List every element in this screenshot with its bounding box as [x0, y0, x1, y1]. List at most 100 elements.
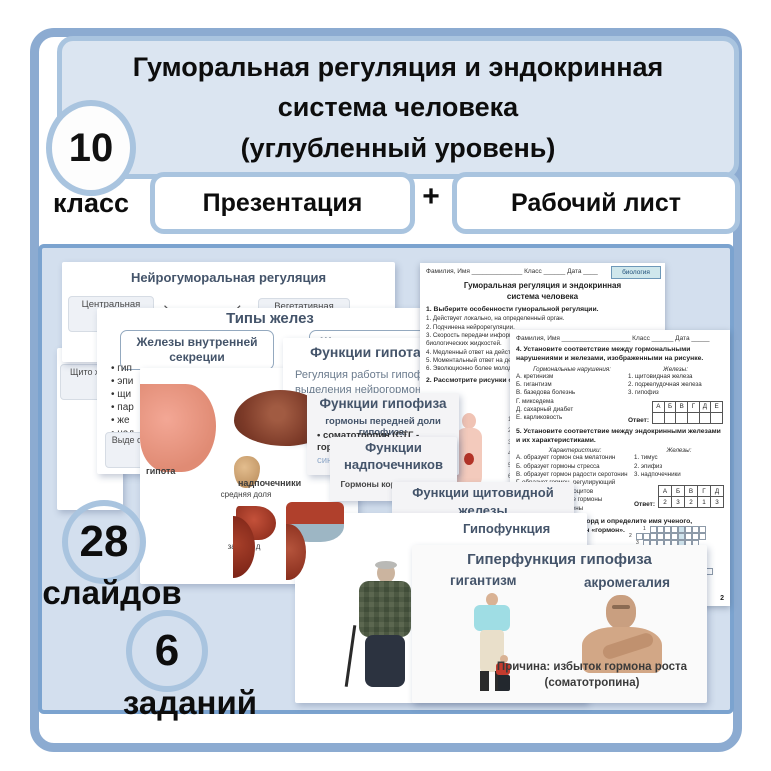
list-item: • же — [111, 415, 130, 426]
crossword-cell — [671, 526, 678, 533]
page-number: 2 — [720, 595, 724, 602]
slide-title: Функции гипофиза — [319, 396, 447, 411]
brain-illustration — [140, 384, 216, 472]
list-item: 2. эпифиз — [634, 462, 663, 470]
crossword-cell — [636, 533, 643, 540]
ws2-task5-title: 5. Установите соответствие между эндокри… — [516, 427, 721, 444]
list-item: 5. Моментальный ответ на действи — [426, 357, 528, 364]
slide-title: Гипофункция — [463, 521, 551, 536]
list-item: 1. тимус — [634, 454, 658, 462]
list-item: Е. карликовость — [516, 414, 563, 422]
answer-cell: 3 — [671, 496, 685, 509]
crossword-cell — [664, 526, 671, 533]
list-item: 2. Подчинена нейрорегуляции. — [426, 323, 515, 331]
crossword-cell — [657, 526, 664, 533]
crossword-cell — [643, 533, 650, 540]
answer-label: Ответ: — [634, 501, 656, 509]
crossword-cell — [657, 533, 664, 540]
cane-icon — [344, 625, 357, 687]
crossword-cell — [685, 526, 692, 533]
slide-title: Типы желез — [226, 310, 314, 327]
gigantism-illustration — [460, 593, 530, 693]
list-item: • эпи — [111, 376, 134, 387]
answer-cell: Г — [696, 485, 711, 498]
answer-cell: 2 — [658, 496, 673, 509]
cause-line-2: (соматотропина) — [544, 677, 640, 689]
slide-hyperfunction: Гиперфункция гипофиза гигантизм акромега… — [412, 545, 707, 703]
grade-circle: 10 — [46, 100, 136, 196]
answer-cell: Е — [710, 400, 723, 413]
acromegaly-label: акромегалия — [584, 575, 670, 590]
tasks-count-label: заданий — [122, 684, 258, 721]
hypothalamus-label: гипота — [146, 466, 176, 476]
list-item: 3. гипофиз — [628, 389, 659, 397]
crossword-cell — [692, 526, 699, 533]
crossword-row-number: 1 — [643, 526, 646, 532]
ws1-task2-title: 2. Рассмотрите рисунки ответьте — [426, 376, 538, 384]
middle-lobe-label: средняя доля — [220, 490, 272, 499]
crossword-row-number: 3 — [636, 540, 639, 546]
tasks-count-circle: 6 — [126, 610, 208, 692]
crossword-cell — [678, 526, 685, 533]
gigantism-label: гигантизм — [450, 573, 517, 588]
task5-left-header: Характеристики: — [548, 447, 602, 455]
answer-cell — [687, 411, 700, 424]
slide-title-2: надпочечников — [344, 457, 443, 472]
answer-cell: В — [675, 400, 689, 413]
gland-bullet-list: • гип• эпи• щи• пар• же• над — [111, 362, 134, 440]
list-item: В. базедова болезнь — [516, 389, 576, 397]
crossword-cell — [671, 533, 678, 540]
crossword-cell — [664, 533, 671, 540]
task5-right-header: Железы: — [666, 447, 692, 455]
slide-subtitle: гормоны передней доли гипофиза: — [325, 416, 441, 438]
crossword-cell — [678, 533, 685, 540]
title-line-1: Гуморальная регуляция и эндокринная — [132, 51, 664, 82]
slide-title-1: Функции — [365, 440, 422, 455]
crossword-cell — [692, 533, 699, 540]
answer-cell: 3 — [709, 496, 725, 509]
answer-cell: В — [684, 485, 698, 498]
subject-tab: биология — [611, 266, 661, 279]
list-item: Д. сахарный диабет — [516, 406, 574, 414]
presentation-badge: Презентация — [150, 172, 415, 234]
list-item: 1. щитовидная железа — [628, 372, 693, 380]
answer-cell — [710, 411, 723, 424]
ws1-task1-title: 1. Выберите особенности гуморальной регу… — [426, 306, 599, 314]
slides-count-circle: 28 — [62, 500, 146, 584]
preview-collage-panel: Нейрогуморальная регуляция Центральная н… — [38, 244, 734, 721]
answer-cell: 2 — [684, 496, 698, 509]
ws1-header: Фамилия, Имя ______________ Класс ______… — [426, 268, 598, 275]
ws2-header: Фамилия, Имя ___________________ Класс _… — [516, 335, 710, 342]
answer-cell: Д — [709, 485, 725, 498]
crossword-cell — [699, 533, 706, 540]
title-box: Гуморальная регуляция и эндокринная сист… — [57, 36, 739, 179]
slide-title-1: Функции щитовидной — [412, 485, 554, 500]
thyroid-lobe-illustration — [286, 524, 306, 580]
task4-left-header: Гормональные нарушения: — [533, 365, 611, 373]
answer-cell: 1 — [696, 496, 711, 509]
answer-cell — [663, 411, 677, 424]
plus-sign: + — [422, 180, 440, 213]
ws1-title-1: Гуморальная регуляция и эндокринная — [463, 281, 622, 290]
answer-cell — [652, 411, 665, 424]
ws2-task4-title: 4. Установите соответствие между гормона… — [516, 346, 704, 362]
crossword-row-number: 2 — [629, 533, 632, 539]
slide-title: Нейрогуморальная регуляция — [130, 270, 327, 285]
list-item: В. образует гормон радости серотонин — [516, 471, 628, 479]
list-item: А. кретинизм — [516, 372, 554, 380]
list-item: Г. микседема — [516, 397, 554, 405]
answer-cell: Г — [687, 400, 700, 413]
slides-count-label: слайдов — [42, 574, 182, 611]
crossword-cell — [685, 533, 692, 540]
title-line-3: (углубленный уровень) — [240, 132, 556, 163]
ws1-title-2: система человека — [506, 292, 579, 302]
answer-cell: Б — [671, 485, 685, 498]
cause-line-1: Причина: избыток гормона роста — [496, 661, 688, 673]
task4-right-header: Железы: — [663, 365, 688, 373]
title-line-2: система человека — [277, 92, 519, 123]
worksheet-badge: Рабочий лист — [452, 172, 740, 234]
list-item: 4. Медленный ответ на действие ра — [426, 348, 530, 356]
